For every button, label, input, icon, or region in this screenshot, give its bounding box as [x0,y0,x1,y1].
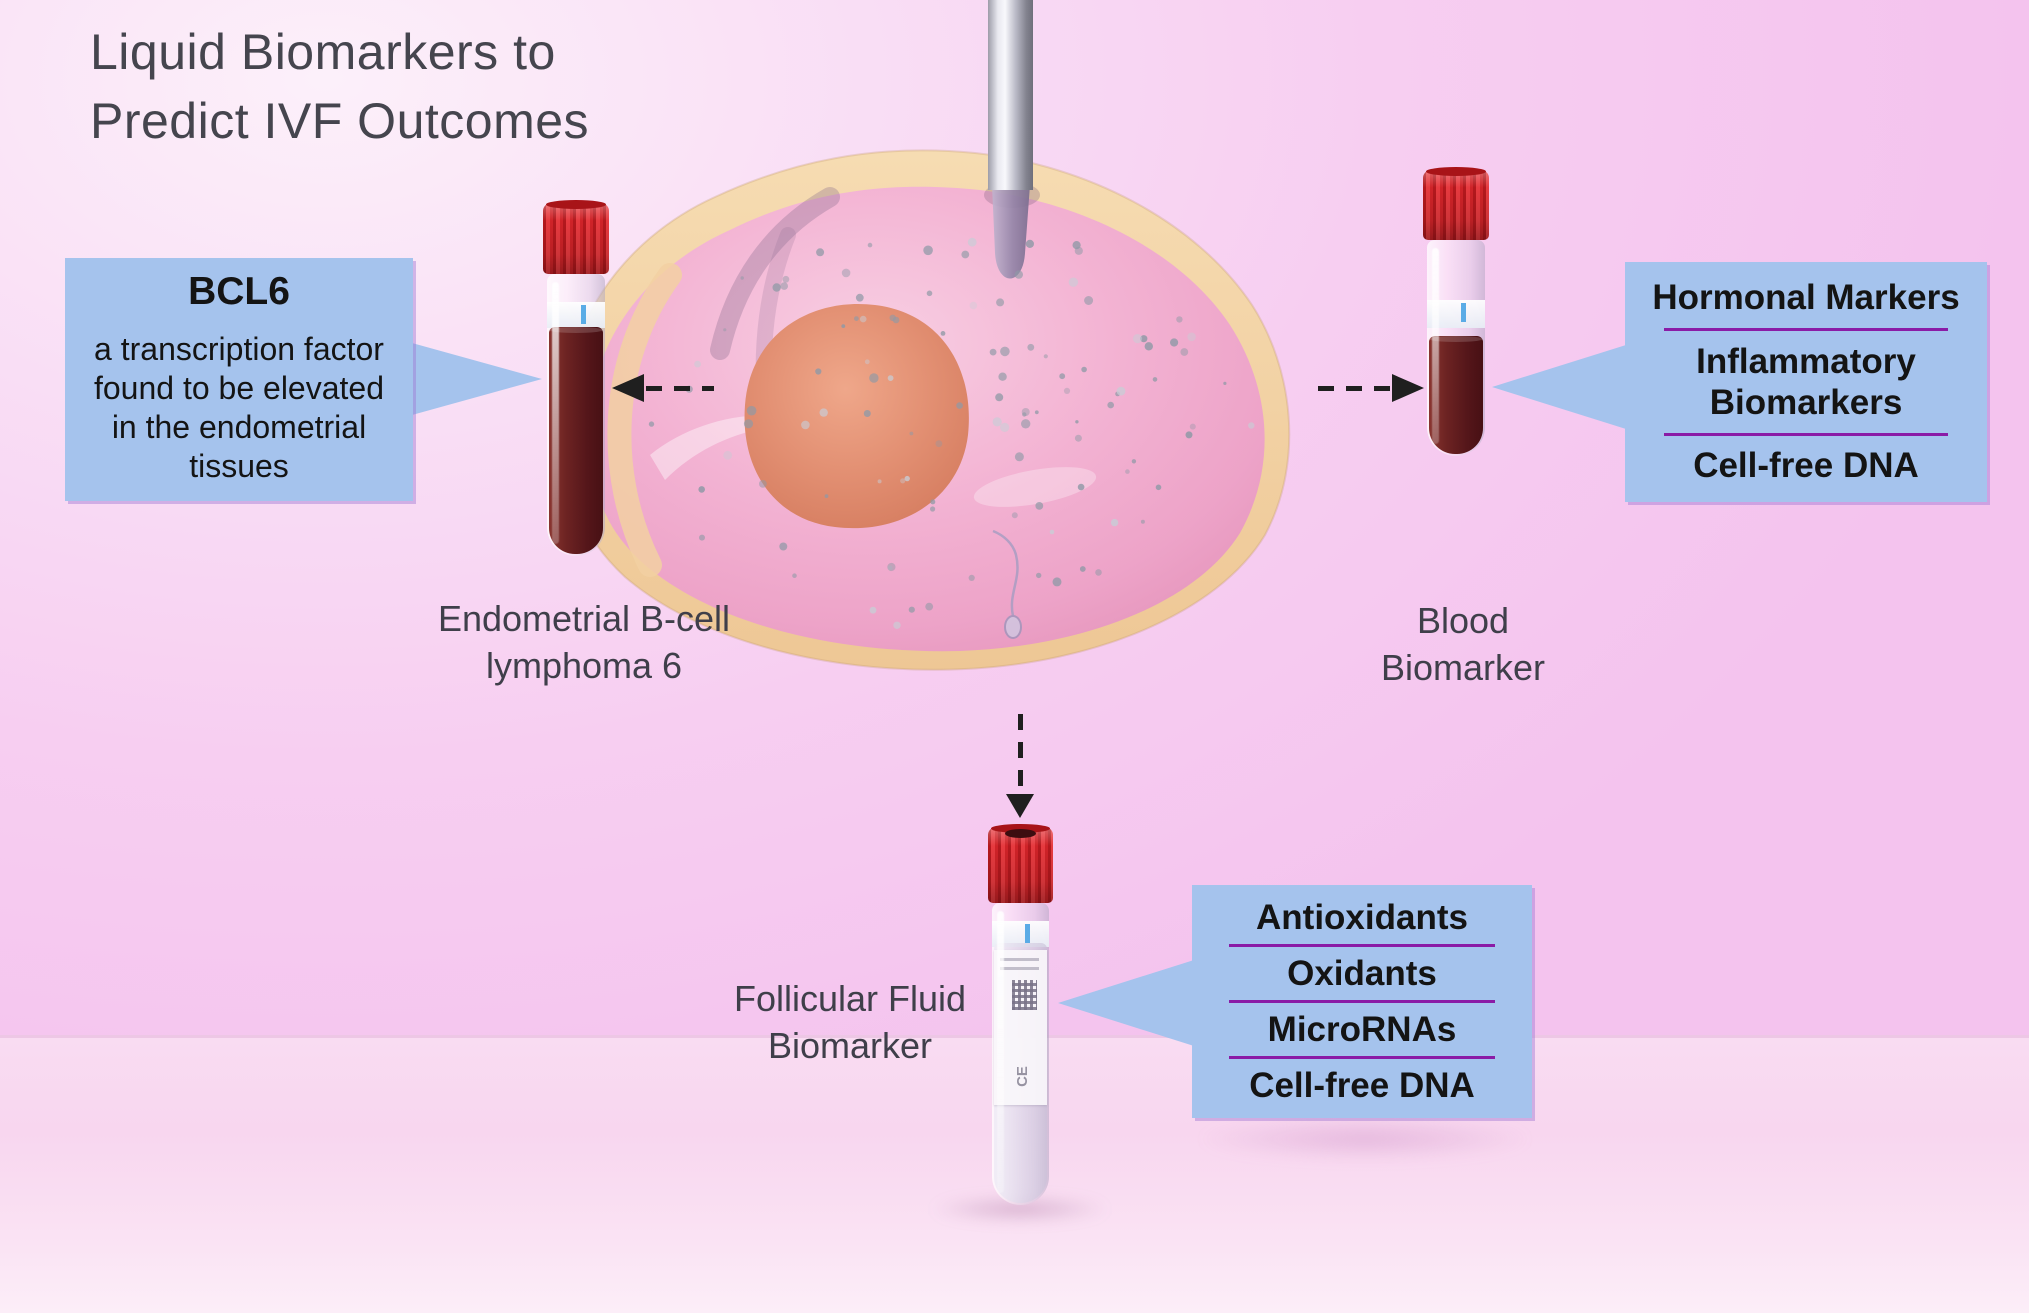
needle-shaft [988,0,1033,190]
biomarker-item: Cell-free DNA [1249,1065,1475,1105]
label-tick [1460,303,1466,322]
tube-cap [1423,167,1489,240]
label-tick [580,305,586,324]
arrowhead-icon [612,374,644,402]
follicular-fluid-tube: CE [988,824,1053,1205]
divider [1664,328,1948,332]
label-text-line [1000,958,1039,961]
gloss-highlight [650,415,830,480]
biomarker-item: Hormonal Markers [1652,278,1960,318]
label-text-line [1000,967,1039,970]
arrowhead-icon [1392,374,1424,402]
arrowhead-icon [1006,794,1034,818]
label-endometrial: Endometrial B-cell lymphoma 6 [437,598,731,686]
dashed-line [646,386,714,391]
needle-tip [992,185,1030,279]
sperm-icon [992,529,1022,639]
divider [1664,432,1948,436]
bcl6-heading: BCL6 [188,270,290,313]
left-rim-crescent [607,263,682,577]
blood-tube-endometrial [543,200,609,556]
blood-tube-biomarker [1423,167,1489,456]
cytoplasm-speckles [648,237,1255,629]
divider [1229,943,1495,947]
biomarker-item: Cell-free DNA [1693,446,1919,486]
gloss-highlight [973,467,1097,507]
oocyte-illustration [563,149,1291,671]
ce-mark: CE [1013,1066,1031,1087]
bcl6-callout: BCL6 a transcription factor found to be … [65,258,413,501]
qr-code-icon [1012,980,1037,1010]
dashed-line [1318,386,1390,391]
dashed-arrow-right [1318,374,1424,402]
tube-glass [1427,240,1485,456]
tube-glass: CE [992,903,1049,1205]
biomarker-item: Inflammatory Biomarkers [1696,341,1916,422]
bcl6-description: a transcription factor found to be eleva… [93,331,384,485]
biomarker-item: MicroRNAs [1267,1009,1457,1049]
tube-glass [547,274,605,556]
tube-cap [988,824,1053,903]
tube-cap [543,200,609,274]
glass-shine [1432,248,1439,444]
divider [1229,1055,1495,1059]
biomarker-item: Antioxidants [1256,897,1468,937]
glass-shine [552,282,559,544]
dashed-arrow-down [1006,714,1034,818]
callout-floor-shadow [1200,1118,1530,1160]
label-tick [1025,924,1031,943]
biomarker-item: Oxidants [1287,953,1437,993]
blood-biomarker-callout: Hormonal Markers Inflammatory Biomarkers… [1625,262,1987,502]
dashed-arrow-left [612,374,714,402]
dashed-line [1018,714,1023,792]
page-title: Liquid Biomarkers to Predict IVF Outcome… [90,24,590,149]
divider [1229,999,1495,1003]
membrane-fold-shading [710,187,840,360]
nucleus [744,303,969,529]
label-follicular-fluid: Follicular Fluid Biomarker [733,978,967,1066]
label-blood-biomarker: Blood Biomarker [1380,600,1546,688]
glass-shine [997,911,1004,1193]
follicular-biomarker-callout: Antioxidants Oxidants MicroRNAs Cell-fre… [1192,885,1532,1118]
